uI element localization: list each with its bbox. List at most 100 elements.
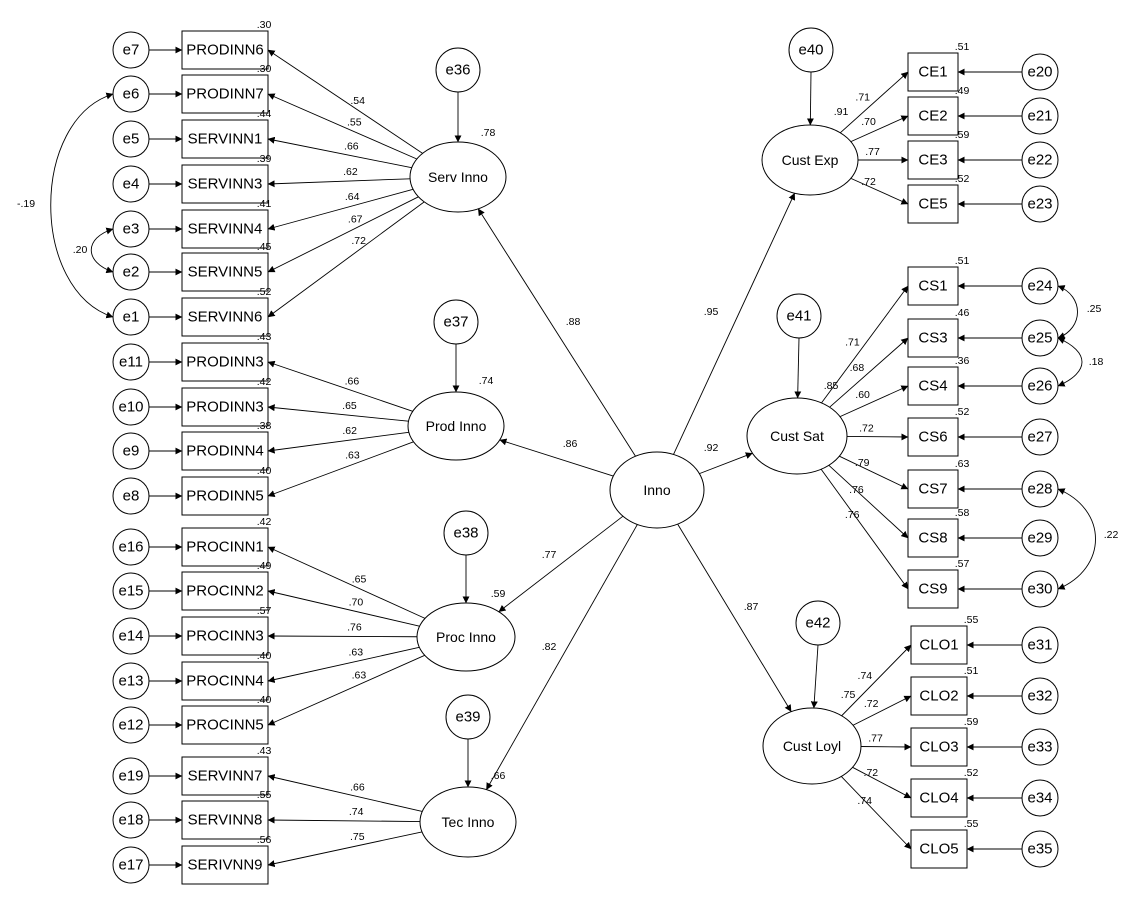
indicator-box-prodinn3 <box>181 342 269 382</box>
covariance-value: .20 <box>73 244 88 256</box>
error-label: e24 <box>1027 278 1052 295</box>
indicator-label: PRODINN6 <box>186 42 264 59</box>
indicator-label: SERVINN6 <box>188 309 263 326</box>
loading-path <box>839 455 909 490</box>
error-label: e30 <box>1027 581 1052 598</box>
indicator-r2: .58 <box>955 507 970 519</box>
loading-value: .68 <box>850 362 865 374</box>
indicator-box-clo1 <box>910 625 968 665</box>
error-circle-e3 <box>112 210 150 248</box>
loading-path <box>850 177 909 205</box>
error-circle-e2 <box>112 253 150 291</box>
loading-value: .70 <box>861 116 876 128</box>
loading-path <box>852 695 912 726</box>
indicator-r2: .44 <box>257 108 272 120</box>
indicator-label: PRODINN5 <box>186 488 264 505</box>
latent-serv-inno-label: Serv Inno <box>428 169 488 185</box>
structural-path-cust-sat <box>699 452 753 475</box>
indicator-box-servinn4 <box>181 209 269 249</box>
loading-value: .70 <box>349 596 364 608</box>
paths-layer <box>50 46 1096 869</box>
error-circle-e1 <box>112 298 150 336</box>
covariance-value: .25 <box>1087 303 1102 315</box>
indicator-label: SERVINN8 <box>188 812 263 829</box>
indicator-box-servinn5 <box>181 252 269 292</box>
disturbance-path <box>806 71 814 126</box>
indicator-r2: .51 <box>955 255 970 267</box>
structural-coef: .77 <box>542 549 557 561</box>
loading-value: .60 <box>855 389 870 401</box>
disturbance-label: e38 <box>453 525 478 542</box>
indicator-box-procinn1 <box>181 527 269 567</box>
error-circle-e8 <box>112 477 150 515</box>
loading-value: .72 <box>351 235 366 247</box>
indicator-label: SERVINN7 <box>188 768 263 785</box>
loading-path <box>267 546 426 619</box>
loading-path <box>839 385 909 418</box>
indicator-label: CE1 <box>918 64 947 81</box>
indicator-box-procinn2 <box>181 571 269 611</box>
indicator-box-procinn5 <box>181 705 269 745</box>
error-circle-e35 <box>1021 830 1059 868</box>
error-circle-e9 <box>112 432 150 470</box>
indicator-r2: .56 <box>257 834 272 846</box>
error-circle-e21 <box>1021 97 1059 135</box>
indicator-label: PRODINN3 <box>186 354 264 371</box>
indicator-r2: .52 <box>955 173 970 185</box>
loading-value: .77 <box>865 146 880 158</box>
loading-path <box>267 360 413 412</box>
indicator-box-ce1 <box>907 52 959 92</box>
disturbance-label: e39 <box>455 709 480 726</box>
indicator-r2: .52 <box>257 286 272 298</box>
indicator-box-prodinn7 <box>181 74 269 114</box>
indicator-r2: .46 <box>955 307 970 319</box>
loading-value: .74 <box>858 670 873 682</box>
structural-coef: .88 <box>566 316 581 328</box>
error-label: e35 <box>1027 841 1052 858</box>
loading-path <box>860 743 912 751</box>
indicator-box-procinn3 <box>181 616 269 656</box>
indicator-r2: .38 <box>257 420 272 432</box>
indicator-label: CS4 <box>918 378 947 395</box>
loading-value: .66 <box>344 141 359 153</box>
indicator-box-serivnn9 <box>181 845 269 885</box>
loading-path <box>267 136 412 169</box>
indicator-label: CE5 <box>918 196 947 213</box>
latent-r2: .85 <box>824 380 839 392</box>
latent-proc-inno <box>416 602 516 672</box>
error-circle-e24 <box>1021 267 1059 305</box>
loading-path <box>267 201 425 318</box>
error-label: e10 <box>118 399 143 416</box>
error-circle-e18 <box>112 801 150 839</box>
disturbance-e39 <box>445 694 491 740</box>
indicator-label: PROCINN3 <box>186 628 264 645</box>
error-label: e1 <box>123 309 140 326</box>
error-label: e32 <box>1027 688 1052 705</box>
covariance-e3-e2 <box>90 227 114 274</box>
loading-path <box>267 49 423 154</box>
loading-path <box>840 776 912 850</box>
loading-value: .72 <box>864 698 879 710</box>
loading-value: .76 <box>849 484 864 496</box>
indicator-label: CS1 <box>918 278 947 295</box>
covariance-e28-e30 <box>1057 488 1096 590</box>
structural-coef: .87 <box>744 601 759 613</box>
error-label: e9 <box>123 443 140 460</box>
error-circle-e10 <box>112 388 150 426</box>
loading-value: .66 <box>350 782 365 794</box>
error-label: e22 <box>1027 152 1052 169</box>
error-label: e8 <box>123 488 140 505</box>
indicator-label: CLO2 <box>919 688 958 705</box>
indicator-r2: .40 <box>257 694 272 706</box>
error-circle-e5 <box>112 120 150 158</box>
loading-path <box>267 589 420 627</box>
disturbance-e36 <box>435 47 481 93</box>
covariance-value: .18 <box>1089 356 1104 368</box>
latent-cust-loyl-label: Cust Loyl <box>783 738 841 754</box>
structural-path-cust-exp <box>673 192 796 455</box>
indicator-r2: .55 <box>964 818 979 830</box>
loading-value: .66 <box>345 376 360 388</box>
error-circle-e12 <box>112 706 150 744</box>
structural-coef: .86 <box>563 438 578 450</box>
loading-value: .77 <box>868 733 883 745</box>
